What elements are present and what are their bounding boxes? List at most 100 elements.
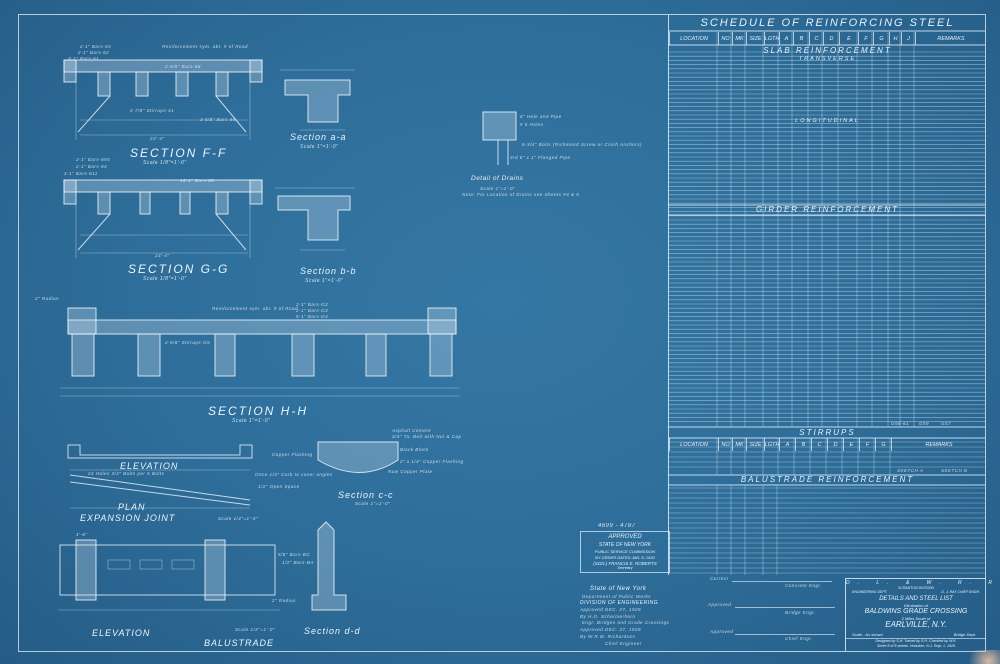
project-location-note: 2 Miles South of [901, 616, 931, 621]
expansion-joint-title: EXPANSION JOINT [80, 513, 176, 523]
expansion-joint-scale: Scale 1/4"=1'-0" [218, 516, 258, 521]
expansion-elevation-label: ELEVATION [120, 461, 179, 471]
section-hh-note: 2-1" Bars-G2 [296, 302, 329, 307]
stirrup-column-header: D [827, 438, 843, 451]
section-hh-note: 2-5/8" Stirrups-G5 [165, 340, 211, 345]
sketch-b-label: SKETCH B [941, 468, 968, 473]
section-cc-scale: Scale 1"=1'-0" [355, 501, 391, 506]
column-header: D [823, 32, 839, 45]
signature-label: Correct [710, 576, 729, 581]
stamp-line: PUBLIC SERVICE COMMISSION [594, 549, 656, 554]
section-hh-title: SECTION H-H [208, 404, 308, 418]
designed-by: Designed by S.H. Traced by S.H. Checked … [846, 638, 986, 643]
section-gg-title: SECTION G-G [128, 262, 230, 276]
section-cc-drawing [317, 441, 399, 473]
drawing-subtitle: Elimination of [903, 603, 928, 608]
stamp-line: (SGD.) FRANCIS E. ROBERTS [593, 561, 657, 566]
railroad-name: D. L. & W. R. R. [846, 580, 1000, 586]
state-approval-line: DIVISION OF ENGINEERING [580, 600, 659, 606]
scale-note: Scale - As shown [852, 632, 883, 637]
stirrup-column-header: NO [718, 438, 732, 451]
stirrup-column-header: SIZE [746, 438, 764, 451]
stirrups-heading: STIRRUPS [799, 428, 856, 437]
column-header: F [858, 32, 873, 45]
paper-stain [962, 650, 1000, 664]
section-gg-note: 3-1" Bars-611 [64, 171, 98, 176]
column-header: SIZE [746, 32, 764, 45]
stirrup-column-header: A [779, 438, 795, 451]
column-header: MK [732, 32, 746, 45]
stamp-line: Secretary [617, 566, 633, 570]
state-approval-line: Approved DEC. 27, 1929 [580, 607, 642, 612]
column-header: REMARKS [915, 32, 986, 45]
signature-line [735, 607, 835, 608]
section-ff-note: 2-1" Bars-62 [78, 50, 110, 55]
section-cc-note: 3/4" Ta. Bolt with Nut & Cap [392, 434, 462, 439]
schedule-title: SCHEDULE OF REINFORCING STEEL [700, 17, 955, 29]
section-bb-title: Section b-b [300, 266, 357, 276]
signature-label: Approved [710, 629, 734, 634]
signature-title: Chief Engr. [785, 636, 813, 641]
state-approval-line: Engr. Bridges and Grade Crossings [582, 620, 670, 625]
bend-label: G57 [941, 421, 952, 426]
state-approval-line: Chief Engineer [605, 641, 642, 646]
state-approval-line: By H.O. Schermerhorn [580, 614, 636, 619]
bend-label: G59 [919, 421, 930, 426]
section-aa-title: Section a-a [290, 132, 347, 142]
approval-stamp: APPROVED STATE OF NEW YORK PUBLIC SERVIC… [580, 531, 670, 573]
stamp-line: BY ORDER DATED JAN. 8, 1930 [595, 555, 655, 560]
column-header: E [839, 32, 858, 45]
section-gg-note: 2-1" Bars-655 [76, 157, 111, 162]
balustrade-note: 1/2" Bars-BA [282, 560, 314, 565]
section-gg-dimension: 23'-4" [155, 253, 170, 258]
signature-title: Concrete Engr. [785, 583, 823, 588]
schedule-grid [668, 30, 985, 575]
drain-callout: # 6 Holes [520, 122, 544, 127]
section-aa-scale: Scale 1"=1'-0" [300, 144, 339, 150]
section-ff-note: 3-5/8" Bars-66 [200, 117, 236, 122]
balustrade-title: BALUSTRADE [204, 638, 275, 648]
stamp-line: STATE OF NEW YORK [598, 542, 652, 548]
stamp-line: APPROVED [608, 534, 642, 540]
balustrade-drawing [58, 521, 347, 611]
stirrup-column-header: REMARKS [891, 438, 986, 451]
state-approval-line: Department of Public Works [582, 594, 652, 599]
bend-label: G58-61 [891, 421, 910, 426]
section-cc-note: 2" x 1/4" Copper Flashing [400, 459, 464, 464]
section-hh-drawing [60, 307, 460, 397]
drain-detail-title: Detail of Drains [471, 175, 524, 182]
signature-label: Approved [708, 602, 732, 607]
section-gg-note: 16-1" Bars-68 [180, 178, 215, 183]
expansion-note: Once 1/4" Curb to cover angles [255, 472, 333, 477]
drawing-title: DETAILS AND STEEL LIST [879, 596, 953, 602]
slab-section-heading: SLAB REINFORCEMENT [763, 46, 892, 55]
stirrup-column-header: C [811, 438, 827, 451]
bridge-dept: Bridge Dept. [953, 632, 976, 637]
balustrade-scale: Scale 1/2"=1'-0" [235, 627, 275, 632]
section-gg-scale: Scale 1/8"=1'-0" [143, 276, 187, 282]
chief-engineer: G. J. RAY CHIEF ENGR. [941, 590, 980, 594]
section-ff-scale: Scale 1/8"=1'-0" [143, 160, 187, 166]
column-header: LGTH [764, 32, 779, 45]
girder-section-heading: GIRDER REINFORCEMENT [755, 205, 900, 214]
section-ff-note: 2-1" Bars-63 [80, 44, 112, 49]
section-ff-note: 2-5/8" Bars-68 [165, 64, 201, 69]
balustrade-section-heading: BALUSTRADE REINFORCEMENT [740, 475, 915, 484]
signature-title: Bridge Engr. [785, 610, 816, 615]
section-cc-note: Raw Copper Plate [388, 469, 433, 474]
column-header: A [779, 32, 793, 45]
column-header: G [873, 32, 889, 45]
stirrup-column-header: LGTH [764, 438, 779, 451]
section-hh-note: Reinforcement sym. abt. ¢ of Road [212, 306, 299, 311]
balustrade-note: 2" Radius [272, 598, 296, 603]
drain-detail-drawing [482, 111, 517, 165]
section-gg-drawing [63, 179, 263, 258]
drain-detail-note: Note: For Location of Drains see Sheets … [462, 192, 580, 197]
expansion-note: 1/2" Open Space [258, 484, 300, 489]
column-header: H [889, 32, 901, 45]
section-cc-note: Asphalt Cement [392, 428, 432, 433]
project-name: BALDWINS GRADE CROSSING [864, 608, 968, 615]
signature-line [735, 634, 835, 635]
longitudinal-heading: LONGITUDINAL [795, 118, 860, 124]
